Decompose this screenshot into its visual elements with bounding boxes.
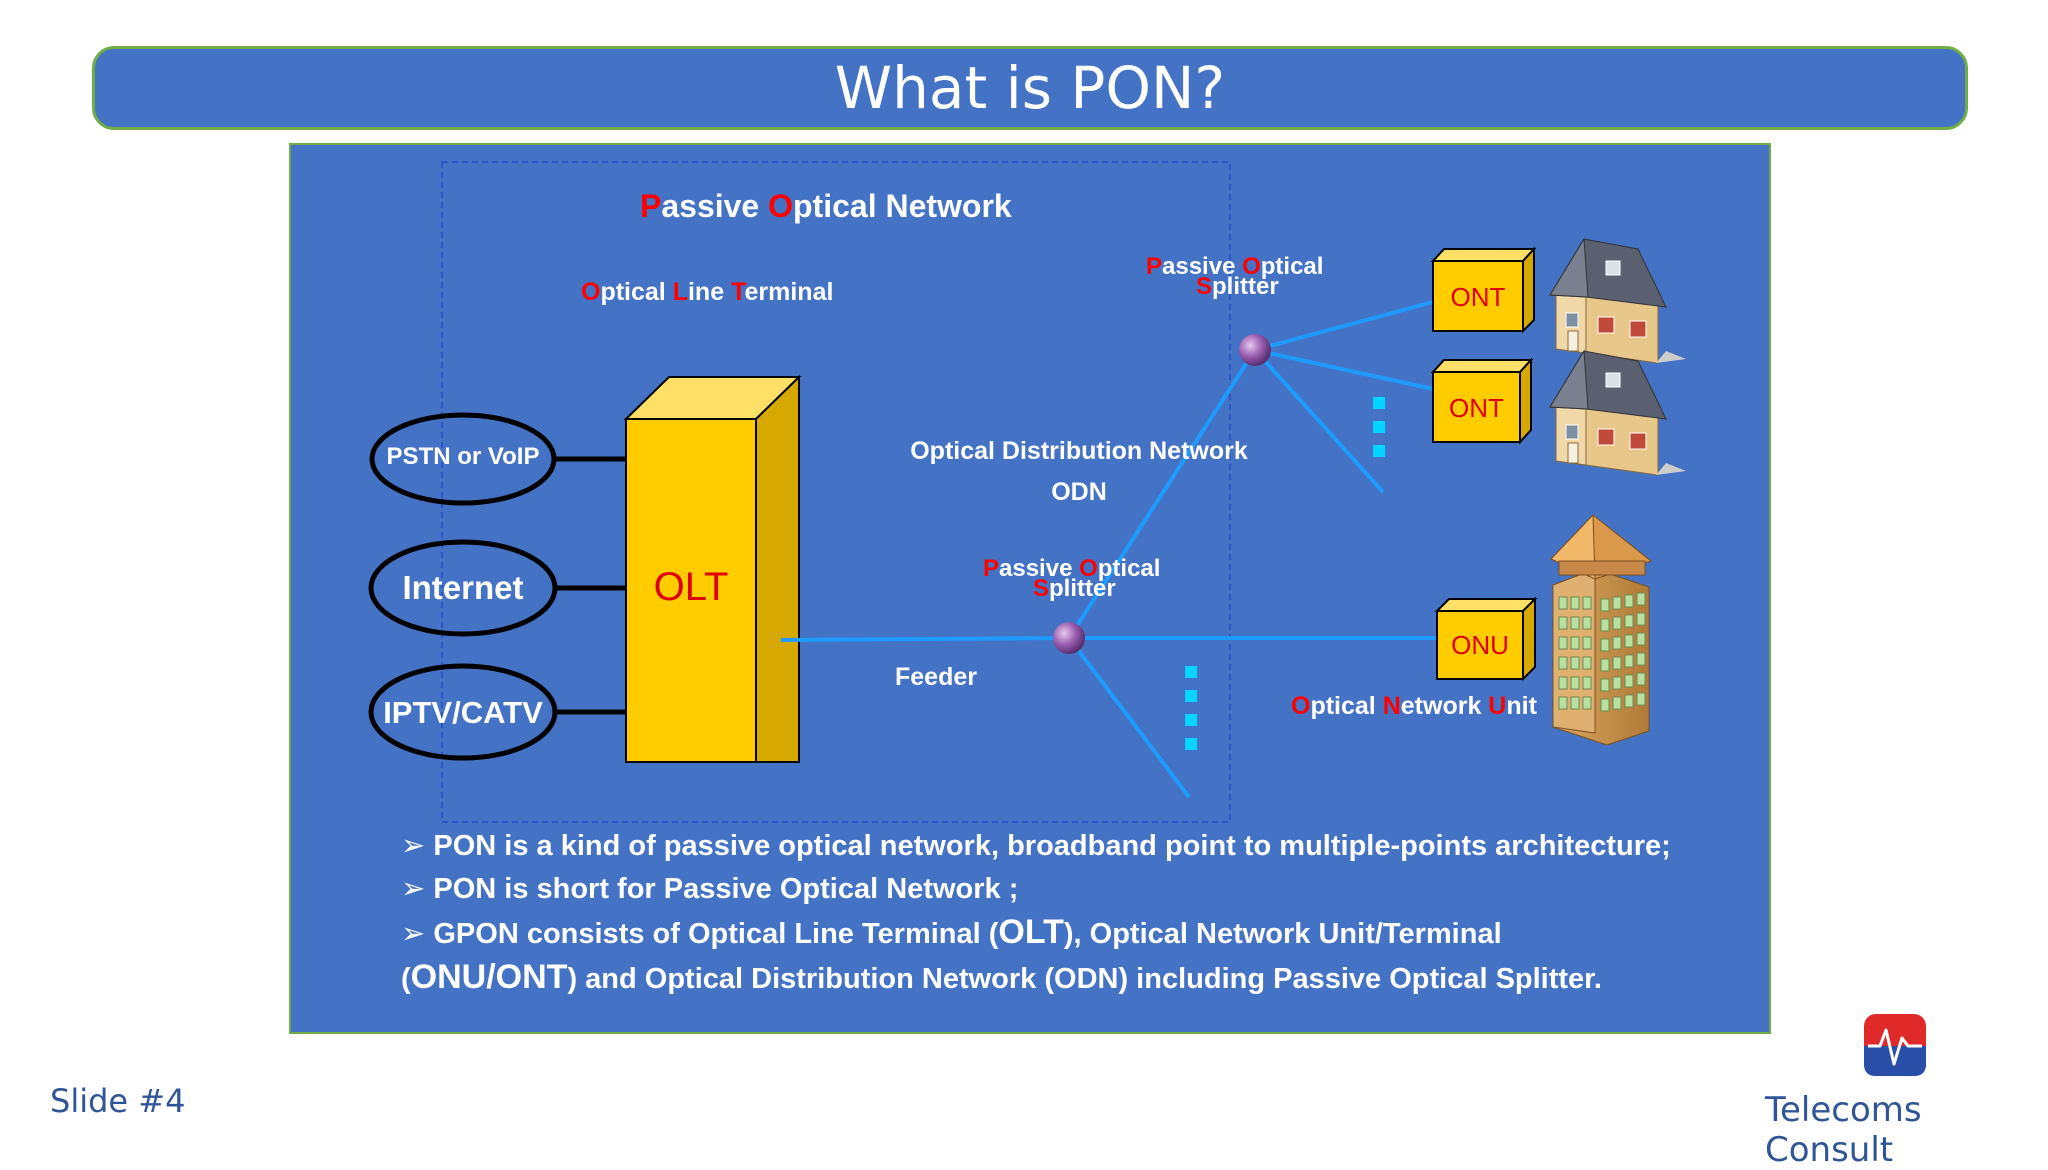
bullet-text: ), Optical Network Unit/Terminal — [1063, 918, 1502, 950]
telecoms-logo-icon — [1864, 1014, 1926, 1076]
ont1-box-top — [1430, 248, 1537, 262]
onu-text-2: etwork — [1400, 692, 1489, 720]
onu-box-side — [1522, 596, 1536, 682]
fiber-to-ont2 — [1254, 348, 1434, 391]
feeder-label: Feeder — [895, 663, 977, 691]
bullet-arrow-icon: ➢ — [401, 830, 434, 862]
ont2-box-front — [1432, 371, 1521, 443]
olt-caption: Optical Line Terminal — [581, 278, 833, 307]
house-icon — [1549, 237, 1686, 364]
service-label-iptv: IPTV/CATV — [383, 695, 543, 730]
pon-heading: Passive Optical Network — [640, 188, 1012, 225]
fiber-bottom-drop — [1067, 636, 1191, 799]
fiber-to-ont1 — [1254, 300, 1434, 352]
continuation-dots-bottom — [1185, 666, 1197, 750]
splitter-top-text-2: ptical — [1260, 253, 1324, 280]
olt-box-label: OLT — [653, 565, 729, 609]
onu-text-3: nit — [1506, 692, 1537, 720]
olt-text-1: ptical — [600, 278, 673, 306]
building-icon — [1550, 513, 1653, 746]
pon-boundary — [441, 161, 1231, 823]
service-label-internet: Internet — [402, 569, 524, 606]
olt-box-side — [755, 374, 800, 763]
splitter-bottom-letter-p: P — [983, 555, 1000, 582]
splitter-top-caption: Passive Optical Splitter — [1146, 255, 1323, 300]
fiber-top-drop — [1253, 348, 1385, 494]
onu-letter-o: O — [1291, 692, 1311, 720]
bullet-text: PON is short for Passive Optical Network… — [433, 873, 1019, 905]
service-ellipse-internet — [368, 539, 558, 637]
fiber-to-splitter-top — [1067, 348, 1257, 640]
service-ellipse-iptv — [368, 663, 558, 761]
service-ellipse-pstn — [369, 412, 557, 506]
ont2-label: ONT — [1449, 393, 1504, 423]
slide-title: What is PON? — [92, 46, 1968, 130]
ont2-box-side — [1519, 357, 1532, 445]
feeder-fiber — [780, 636, 1070, 642]
bullet-text: GPON consists of Optical Line Terminal ( — [433, 918, 999, 950]
splitter-bottom-letter-s: S — [1033, 575, 1050, 602]
splitter-bottom-text-2: ptical — [1097, 555, 1161, 582]
olt-text-3: erminal — [744, 278, 834, 306]
ont1-label: ONT — [1450, 282, 1506, 312]
odn-label: Optical Distribution Network — [910, 437, 1248, 465]
bullet-item: ➢ GPON consists of Optical Line Terminal… — [401, 911, 1741, 1001]
onu-box-label: ONU — [1451, 630, 1509, 660]
splitter-top-letter-o: O — [1242, 253, 1261, 280]
ont1-box-front — [1432, 260, 1524, 332]
continuation-dots-top — [1373, 397, 1385, 457]
house-icon — [1549, 349, 1686, 476]
olt-letter-o: O — [581, 278, 601, 306]
odn-abbrev-label: ODN — [1051, 478, 1107, 506]
splitter-bottom-text-1: assive — [999, 555, 1080, 582]
service-label-pstn: PSTN or VoIP — [386, 443, 540, 470]
olt-letter-l: L — [672, 278, 688, 306]
splitter-bottom-text-3: plitter — [1049, 575, 1116, 602]
pon-letter-o: O — [768, 188, 793, 224]
pon-diagram — [368, 161, 1686, 823]
ont2-box-top — [1430, 359, 1534, 373]
pon-letter-p: P — [640, 188, 662, 224]
olt-text-2: ine — [687, 278, 732, 306]
brand-name: Telecoms Consult — [1765, 1090, 1922, 1170]
pon-text-1: assive — [661, 188, 769, 224]
bullet-list: ➢ PON is a kind of passive optical netwo… — [401, 825, 1741, 1001]
bullet-text: ( — [401, 963, 411, 995]
slide-number: Slide #4 — [50, 1082, 186, 1120]
onu-letter-u: U — [1488, 692, 1507, 720]
onu-box-front — [1436, 610, 1524, 680]
bullet-item: ➢ PON is a kind of passive optical netwo… — [401, 825, 1741, 868]
bullet-item: ➢ PON is short for Passive Optical Netwo… — [401, 868, 1741, 911]
diagram-panel: Passive Optical Network Optical Line Ter… — [289, 143, 1771, 1034]
onu-caption: Optical Network Unit — [1291, 692, 1537, 721]
splitter-top-letter-s: S — [1196, 273, 1213, 300]
bullet-arrow-icon: ➢ — [401, 873, 434, 905]
onu-box-top — [1434, 598, 1538, 612]
ont1-box-side — [1522, 246, 1535, 334]
splitter-top-text-1: assive — [1162, 253, 1243, 280]
bullet-onu: ONU/ONT — [410, 958, 568, 996]
splitter-bottom-caption: Passive Optical Splitter — [983, 557, 1160, 602]
splitter-bottom-letter-o: O — [1079, 555, 1098, 582]
onu-text-1: ptical — [1310, 692, 1383, 720]
splitter-top-node — [1239, 334, 1271, 366]
bullet-text: PON is a kind of passive optical network… — [433, 830, 1671, 862]
splitter-bottom-node — [1053, 622, 1085, 654]
olt-box-front — [625, 418, 757, 763]
bullet-text: ) and Optical Distribution Network (ODN)… — [567, 963, 1602, 995]
bullet-olt: OLT — [998, 913, 1064, 951]
bullet-arrow-icon: ➢ — [401, 918, 434, 950]
olt-letter-t: T — [731, 278, 745, 306]
splitter-top-letter-p: P — [1146, 253, 1163, 280]
onu-letter-n: N — [1382, 692, 1401, 720]
splitter-top-text-3: plitter — [1212, 273, 1279, 300]
pon-text-2: ptical Network — [793, 188, 1012, 224]
